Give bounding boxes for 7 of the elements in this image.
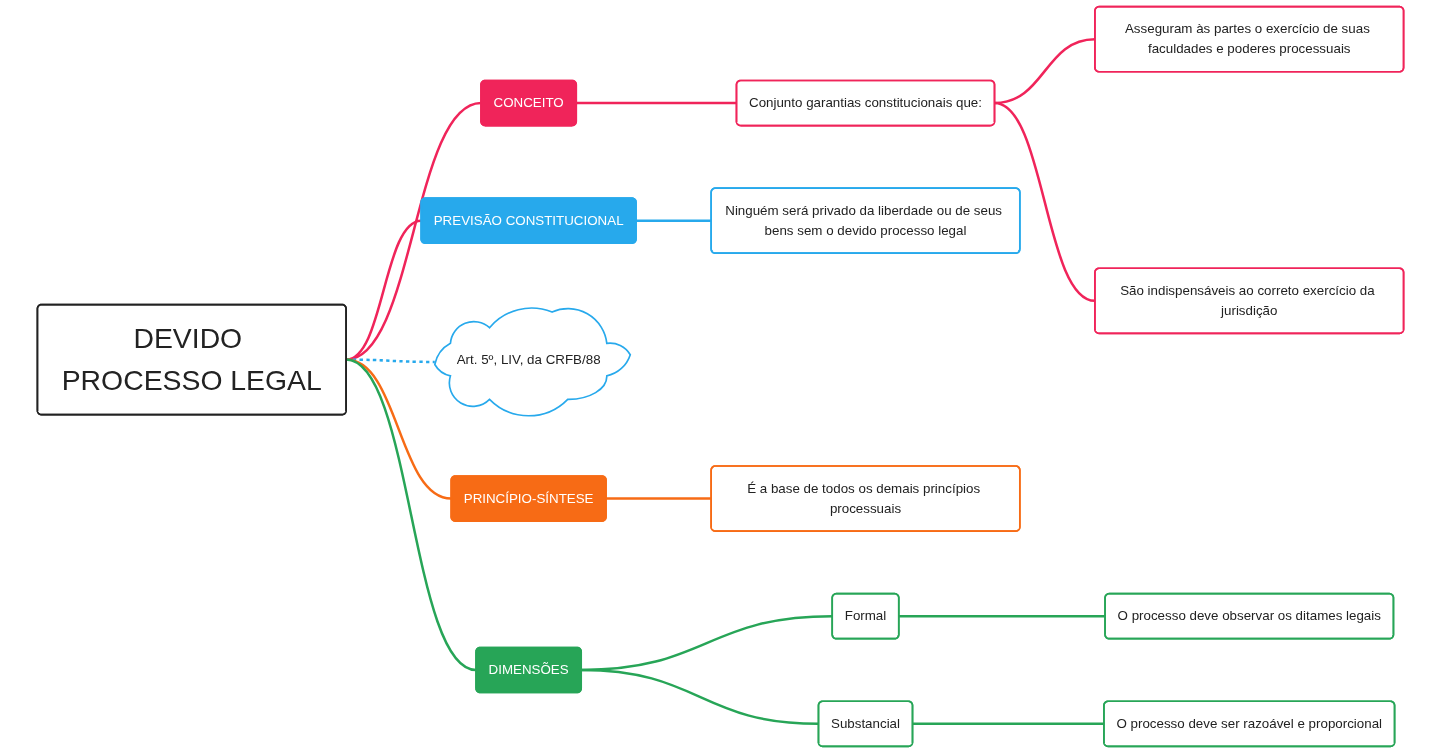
connector (636, 219, 712, 222)
connector (346, 358, 435, 364)
connector (576, 101, 737, 105)
connector (898, 614, 1106, 618)
connector (606, 497, 712, 500)
connector (912, 722, 1104, 726)
connector (581, 668, 819, 726)
